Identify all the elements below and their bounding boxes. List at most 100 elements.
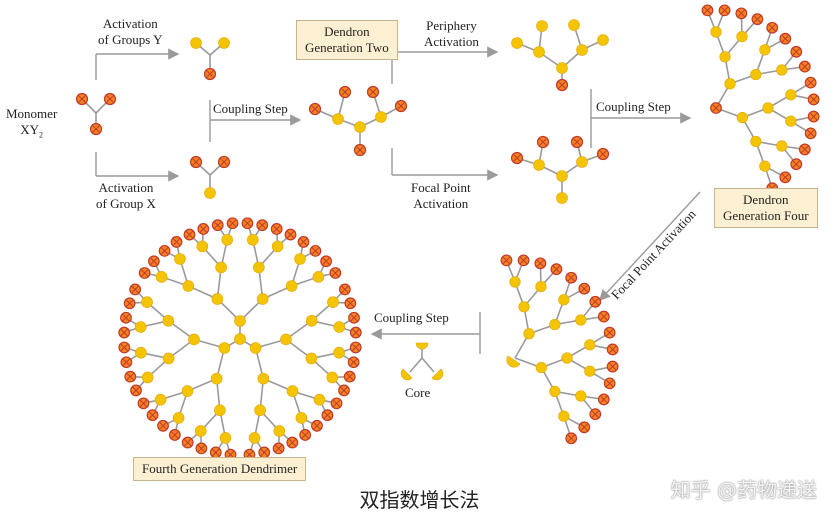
end-group-cross: [580, 285, 588, 293]
bond-line: [409, 357, 423, 373]
core-node: [286, 385, 299, 397]
watermark: 知乎 @药物递送: [670, 478, 817, 502]
fourth-generation-dendrimer-box: Fourth Generation Dendrimer: [133, 457, 307, 481]
end-group-cross: [792, 160, 800, 168]
end-group-cross: [567, 274, 575, 282]
end-group-cross: [552, 265, 561, 273]
end-group-cross: [599, 150, 607, 158]
core-node: [305, 352, 318, 365]
core-node: [211, 293, 224, 305]
dendrimer-label: Fourth Generation Dendrimer: [142, 461, 298, 476]
core-node: [218, 37, 230, 49]
core-node: [759, 44, 771, 56]
end-group-cross: [558, 81, 566, 89]
core-node: [285, 280, 298, 292]
end-group-cross: [258, 221, 266, 229]
end-group-cross: [536, 259, 545, 267]
end-group-cross: [737, 9, 746, 17]
activated-focal-node: [506, 355, 521, 368]
core-node: [174, 253, 186, 265]
core-node: [776, 64, 788, 76]
core-node: [215, 261, 227, 274]
end-group-cross: [322, 257, 330, 265]
end-group-cross: [122, 358, 130, 366]
end-group-cross: [567, 434, 575, 442]
end-group-cross: [148, 411, 157, 419]
core-node: [162, 352, 175, 365]
core-node: [523, 328, 535, 340]
end-group-cross: [356, 146, 364, 154]
end-group-cross: [591, 410, 599, 418]
core-node: [785, 89, 797, 101]
end-group-cross: [606, 328, 614, 337]
core-node: [190, 37, 202, 49]
dendron-generation-two-box: Dendron Generation Two: [296, 20, 398, 60]
core-node: [257, 372, 270, 385]
end-group-cross: [341, 285, 349, 294]
core-node: [181, 385, 194, 397]
end-group-cross: [260, 448, 268, 457]
core-node: [172, 412, 185, 424]
activation-x-line1: Activation: [98, 180, 154, 195]
process-arrow: [599, 191, 701, 302]
dendron4-line2: Generation Four: [723, 208, 809, 223]
core-node: [194, 425, 207, 437]
core-node: [576, 156, 588, 168]
end-group-cross: [781, 173, 789, 181]
core-node: [518, 301, 530, 313]
core-label: Core: [405, 385, 431, 400]
end-group-cross: [185, 230, 194, 239]
core-node: [249, 342, 262, 354]
end-group-cross: [352, 343, 360, 352]
end-group-cross: [274, 444, 283, 453]
core-node: [313, 393, 326, 406]
core-node: [253, 261, 265, 274]
end-group-cross: [140, 269, 149, 277]
end-group-cross: [809, 112, 818, 121]
chinese-caption: 双指数增长法: [359, 488, 480, 512]
core-node: [710, 26, 722, 38]
end-group-cross: [807, 78, 815, 87]
end-group-cross: [125, 299, 134, 307]
end-group-cross: [206, 70, 214, 78]
end-group-cross: [346, 373, 354, 381]
core-node: [294, 253, 306, 265]
core-node: [561, 352, 573, 364]
end-group-cross: [243, 219, 252, 227]
end-group-cross: [120, 343, 128, 352]
end-group-cross: [346, 299, 355, 307]
core-node: [535, 361, 547, 374]
core-node: [584, 339, 596, 351]
end-group-cross: [122, 314, 130, 322]
focal-line2: Activation: [413, 196, 469, 211]
core-node: [214, 404, 226, 417]
core-node: [204, 187, 216, 199]
end-group-cross: [768, 24, 776, 32]
end-group-cross: [131, 285, 139, 294]
core-node: [509, 276, 521, 288]
end-group-cross: [311, 247, 320, 255]
end-group-cross: [350, 314, 358, 322]
end-group-cross: [807, 129, 815, 138]
core-node: [724, 78, 736, 90]
core-node: [533, 159, 545, 171]
core-node: [556, 170, 568, 182]
end-group-cross: [228, 219, 237, 227]
end-group-cross: [78, 95, 86, 103]
end-group-cross: [214, 221, 222, 229]
focal-point-activation-label: Focal Point Activation: [411, 180, 471, 212]
core-node: [568, 19, 580, 31]
end-group-cross: [273, 225, 281, 233]
end-group-cross: [332, 399, 341, 407]
end-group-cross: [299, 238, 308, 246]
end-group-cross: [286, 230, 295, 239]
core-node: [327, 296, 339, 308]
core-node: [188, 333, 200, 346]
end-group-cross: [513, 154, 521, 162]
core-node: [135, 346, 147, 359]
core-node: [750, 68, 762, 81]
core-node: [584, 365, 596, 377]
activation-groups-y-label: Activation of Groups Y: [98, 16, 163, 48]
end-group-cross: [160, 247, 169, 255]
